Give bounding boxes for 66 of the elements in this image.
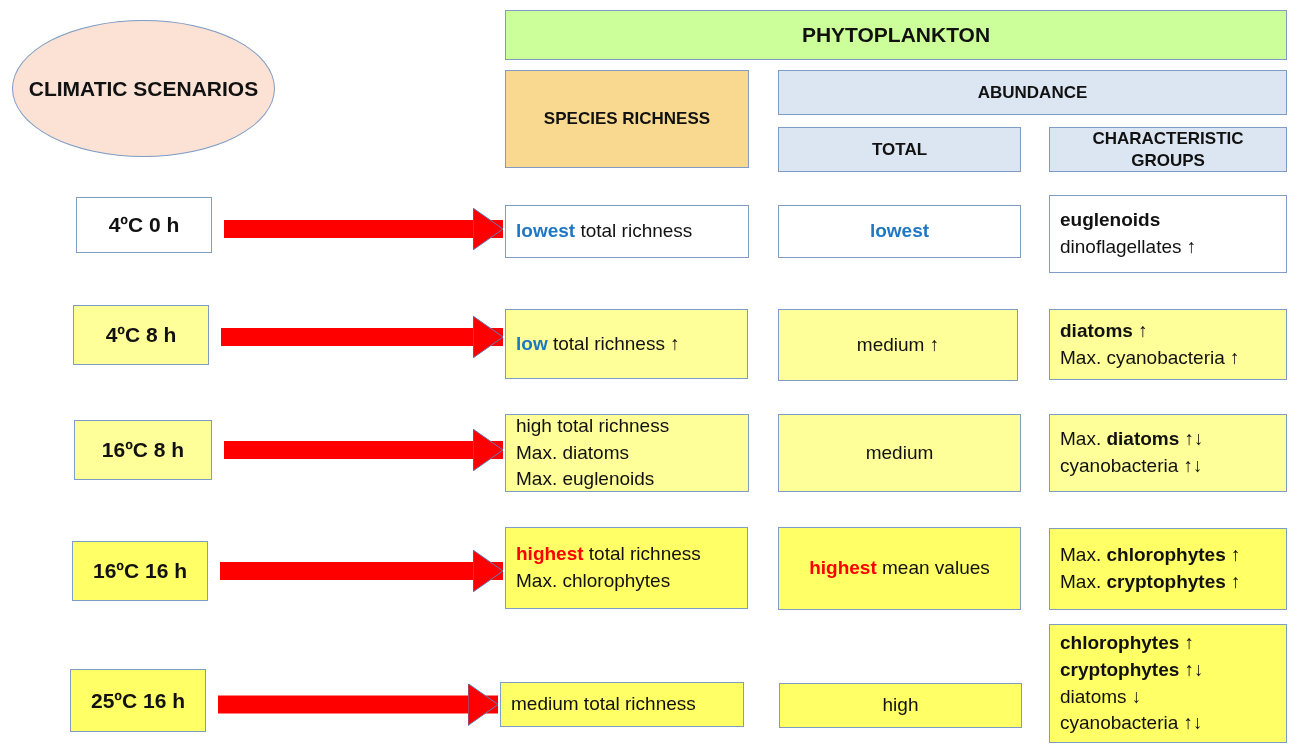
result-text: euglenoids bbox=[1060, 208, 1161, 233]
result-box bbox=[1049, 414, 1287, 492]
column-header-box bbox=[1049, 127, 1287, 172]
result-box bbox=[1049, 309, 1287, 380]
result-box bbox=[1049, 195, 1287, 273]
result-text: high total richness bbox=[516, 414, 670, 439]
scenario-box bbox=[74, 420, 212, 480]
result-text: Max. cryptophytes ↑ bbox=[1060, 570, 1241, 594]
header-text: TOTAL bbox=[871, 138, 928, 161]
arrow bbox=[224, 428, 504, 472]
result-text: cyanobacteria ↑↓ bbox=[1060, 711, 1203, 736]
result-box bbox=[505, 414, 749, 492]
result-text: cyanobacteria ↑↓ bbox=[1060, 454, 1203, 478]
column-header-box bbox=[505, 10, 1287, 60]
column-header-box bbox=[778, 127, 1021, 172]
arrow bbox=[221, 315, 504, 359]
result-text: medium total richness bbox=[511, 692, 696, 717]
result-box bbox=[778, 205, 1021, 258]
result-box bbox=[500, 682, 744, 727]
scenario-box bbox=[70, 669, 206, 732]
result-text: medium bbox=[865, 440, 934, 465]
scenario-label: 4ºC 8 h bbox=[105, 322, 177, 349]
scenario-label: 16ºC 16 h bbox=[92, 558, 188, 585]
column-header-box bbox=[505, 70, 749, 168]
result-box bbox=[779, 683, 1022, 728]
result-text: diatoms ↑ bbox=[1060, 318, 1148, 343]
result-text: highest mean values bbox=[809, 556, 990, 581]
result-text: lowest bbox=[869, 219, 930, 244]
header-text: PHYTOPLANKTON bbox=[801, 22, 991, 49]
result-box bbox=[778, 414, 1021, 492]
arrow bbox=[220, 549, 504, 593]
column-header-box bbox=[778, 70, 1287, 115]
header-text: CLIMATIC SCENARIOS bbox=[28, 75, 259, 102]
header-text: SPECIES RICHNESS bbox=[543, 108, 711, 130]
arrow bbox=[218, 683, 499, 726]
result-box bbox=[1049, 528, 1287, 610]
arrow bbox=[224, 207, 504, 251]
scenario-box bbox=[72, 541, 208, 601]
scenario-label: 16ºC 8 h bbox=[101, 437, 185, 464]
result-box bbox=[1049, 624, 1287, 743]
result-text: Max. diatoms ↑↓ bbox=[1060, 427, 1204, 452]
result-text: high bbox=[882, 693, 919, 718]
result-text: cryptophytes ↑↓ bbox=[1060, 657, 1204, 682]
result-box bbox=[505, 527, 748, 609]
result-box bbox=[505, 205, 749, 258]
result-box bbox=[778, 309, 1018, 381]
result-text: Max. chlorophytes bbox=[516, 569, 671, 593]
result-text: Max. chlorophytes ↑ bbox=[1060, 543, 1241, 568]
header-text: ABUNDANCE bbox=[977, 81, 1088, 104]
header-text: CHARACTERISTIC GROUPS bbox=[1091, 128, 1245, 171]
result-text: low total richness ↑ bbox=[516, 331, 680, 356]
result-box bbox=[505, 309, 748, 379]
result-text: Max. euglenoids bbox=[516, 467, 655, 492]
result-text: lowest total richness bbox=[516, 219, 693, 244]
result-text: highest total richness bbox=[516, 542, 701, 567]
scenario-box bbox=[73, 305, 209, 365]
result-text: chlorophytes ↑ bbox=[1060, 631, 1195, 656]
scenario-box bbox=[76, 197, 212, 253]
result-text: Max. cyanobacteria ↑ bbox=[1060, 345, 1240, 370]
scenario-label: 25ºC 16 h bbox=[90, 687, 186, 714]
result-box bbox=[778, 527, 1021, 610]
scenario-label: 4ºC 0 h bbox=[108, 212, 180, 239]
result-text: Max. diatoms bbox=[516, 440, 629, 465]
result-text: diatoms ↓ bbox=[1060, 684, 1142, 709]
result-text: dinoflagellates ↑ bbox=[1060, 235, 1197, 259]
result-text: medium ↑ bbox=[856, 332, 940, 357]
